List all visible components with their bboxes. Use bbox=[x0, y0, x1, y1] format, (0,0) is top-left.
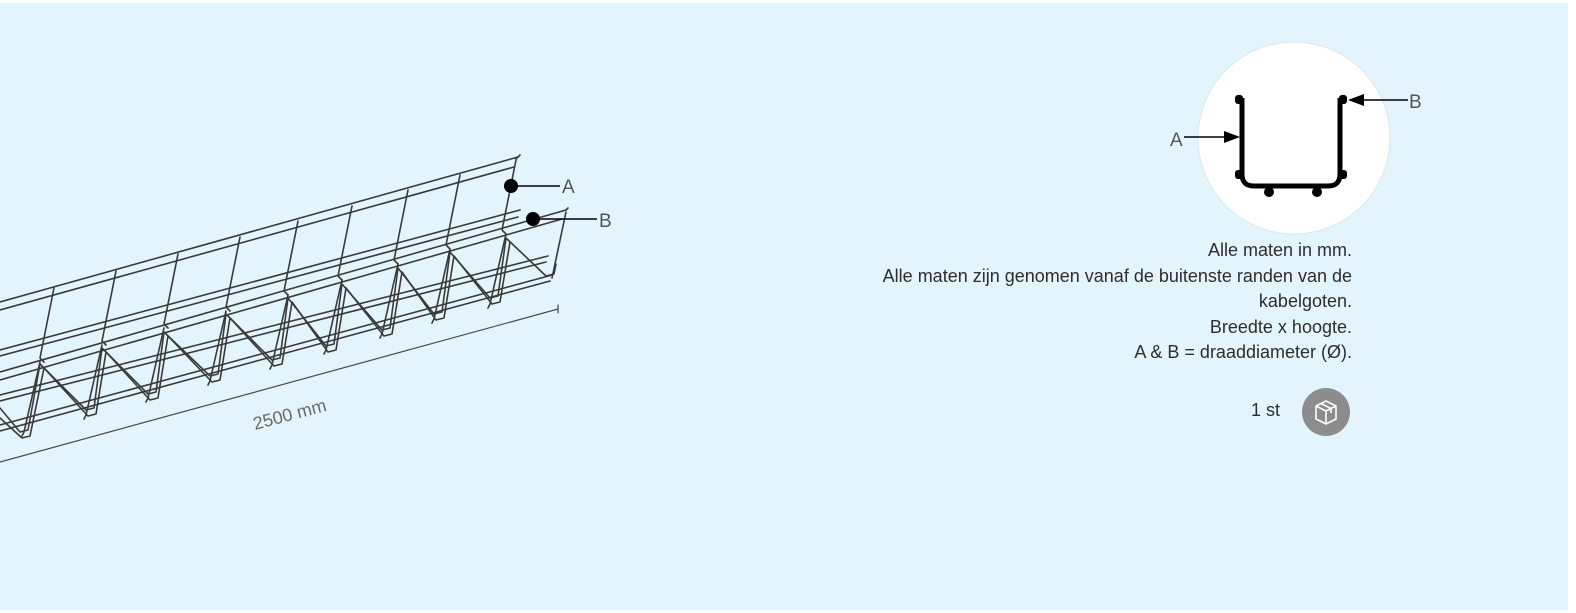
back-top-wire bbox=[0, 154, 521, 303]
bottom-mesh bbox=[0, 237, 557, 433]
note-line-1: Alle maten in mm. bbox=[1207, 240, 1352, 260]
packaging-row: 1 st bbox=[1200, 388, 1350, 436]
quantity-label: 1 st bbox=[1250, 400, 1280, 420]
front-top-wire bbox=[0, 207, 569, 373]
note-line-4: A & B = draaddiameter (Ø). bbox=[1134, 342, 1352, 362]
cross-section: A B bbox=[1160, 40, 1450, 240]
note-line-3: Breedte x hoogte. bbox=[1209, 316, 1352, 337]
back-verticals bbox=[39, 159, 517, 363]
dimension-line bbox=[0, 308, 559, 463]
arrow-b-icon bbox=[1348, 94, 1364, 106]
cross-label-a: A bbox=[1170, 130, 1183, 151]
callout-a-label: A bbox=[562, 177, 575, 198]
u-profile bbox=[1239, 98, 1343, 189]
front-verticals bbox=[21, 211, 567, 437]
arrow-a-icon bbox=[1224, 131, 1240, 143]
box-icon bbox=[1302, 388, 1350, 436]
note-line-2: Alle maten zijn genomen vanaf de buitens… bbox=[882, 265, 1352, 312]
length-label: 2500 mm bbox=[251, 395, 329, 434]
dimension-notes: Alle maten in mm. Alle maten zijn genome… bbox=[792, 238, 1352, 366]
callout-b-label: B bbox=[599, 211, 612, 232]
cable-tray-drawing: A B 2500 mm bbox=[0, 154, 612, 463]
cross-label-b: B bbox=[1409, 92, 1422, 113]
